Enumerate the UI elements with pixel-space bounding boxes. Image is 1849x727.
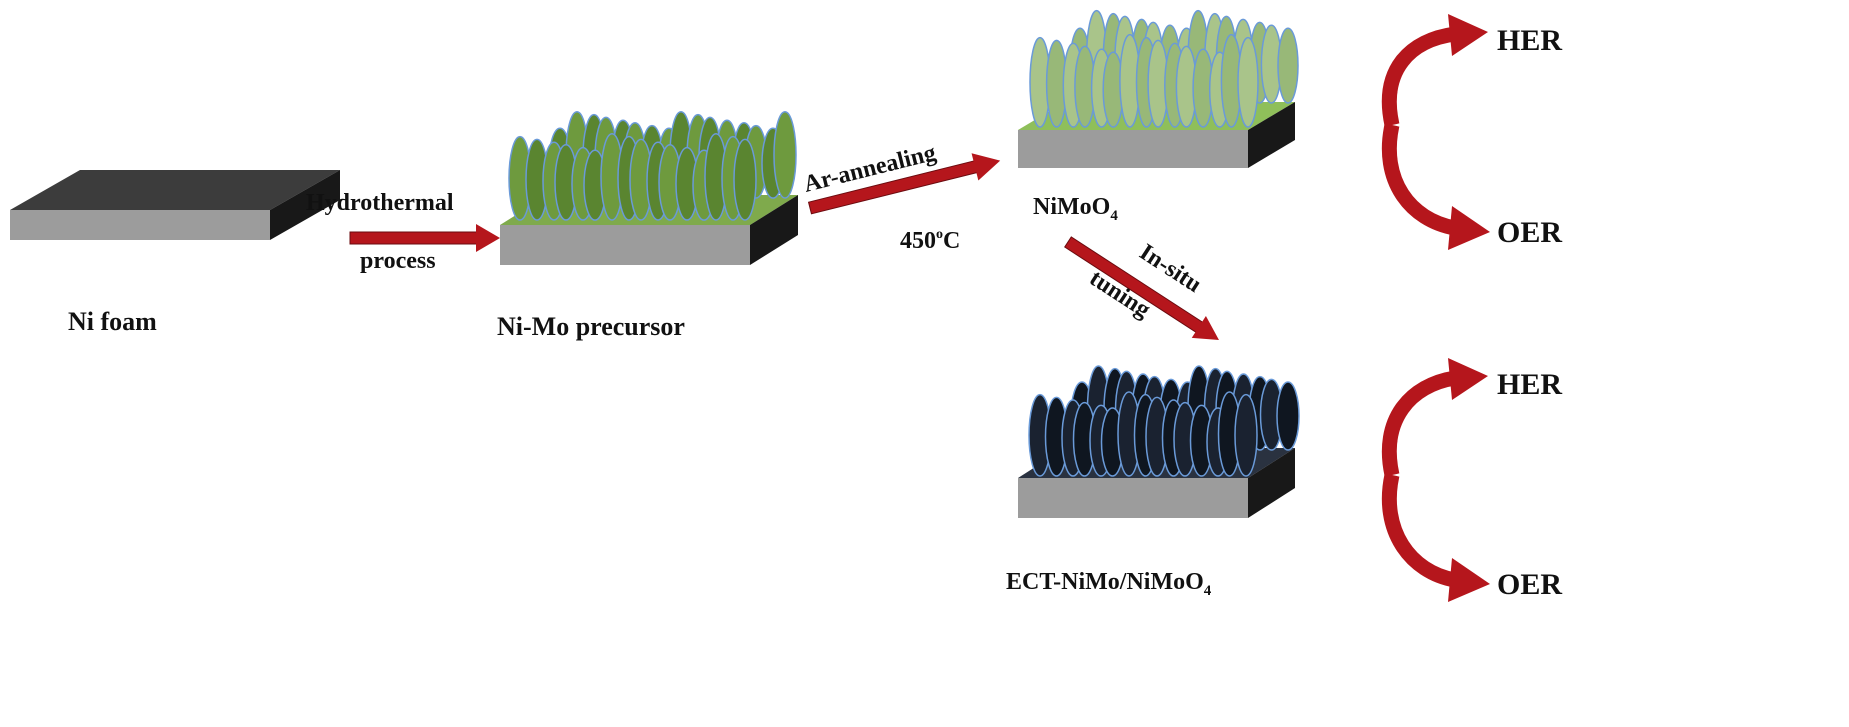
ni-mo-precursor-label: Ni-Mo precursor bbox=[497, 312, 685, 341]
ect-label-base: ECT-NiMo/NiMoO bbox=[1006, 569, 1204, 595]
nimoo4-label-sub: 4 bbox=[1110, 208, 1118, 224]
annealing-temperature-label: 450oC bbox=[900, 227, 960, 254]
top-her-label: HER bbox=[1497, 24, 1562, 57]
nanosheet bbox=[1237, 36, 1259, 128]
nimoo4-label: NiMoO4 bbox=[1033, 194, 1118, 224]
nanosheet bbox=[733, 138, 757, 221]
nanosheet bbox=[1276, 381, 1300, 451]
bottom-oer-label: OER bbox=[1497, 568, 1562, 601]
bottom-bifunctional-arrows bbox=[1381, 358, 1490, 602]
bottom-her-label: HER bbox=[1497, 368, 1562, 401]
hydrothermal-arrow bbox=[349, 224, 500, 252]
nanosheet bbox=[1277, 27, 1299, 104]
nimoo4-label-base: NiMoO bbox=[1033, 194, 1110, 220]
top-oer-label: OER bbox=[1497, 216, 1562, 249]
nimoo4-nanosheets bbox=[1029, 9, 1299, 128]
annealing-temp-value: 450 bbox=[900, 228, 936, 254]
in-situ-tuning-arrow bbox=[1064, 236, 1219, 341]
ect-label-sub: 4 bbox=[1204, 583, 1212, 599]
nanosheet bbox=[1234, 393, 1258, 477]
ni-mo-precursor-nanosheets bbox=[508, 111, 797, 221]
nanosheet bbox=[773, 111, 797, 199]
ni-foam-label: Ni foam bbox=[68, 307, 157, 336]
annealing-temp-sup: o bbox=[936, 227, 943, 242]
ect-nanosheets bbox=[1028, 365, 1300, 477]
ar-annealing-arrow bbox=[807, 153, 1001, 215]
ect-label: ECT-NiMo/NiMoO4 bbox=[1006, 569, 1212, 599]
hydrothermal-label-line1: Hydrothermal bbox=[306, 190, 454, 216]
hydrothermal-label-line2: process bbox=[360, 248, 436, 274]
ni-foam-slab bbox=[10, 170, 340, 240]
top-bifunctional-arrows bbox=[1381, 14, 1490, 250]
annealing-temp-unit: C bbox=[943, 228, 960, 254]
